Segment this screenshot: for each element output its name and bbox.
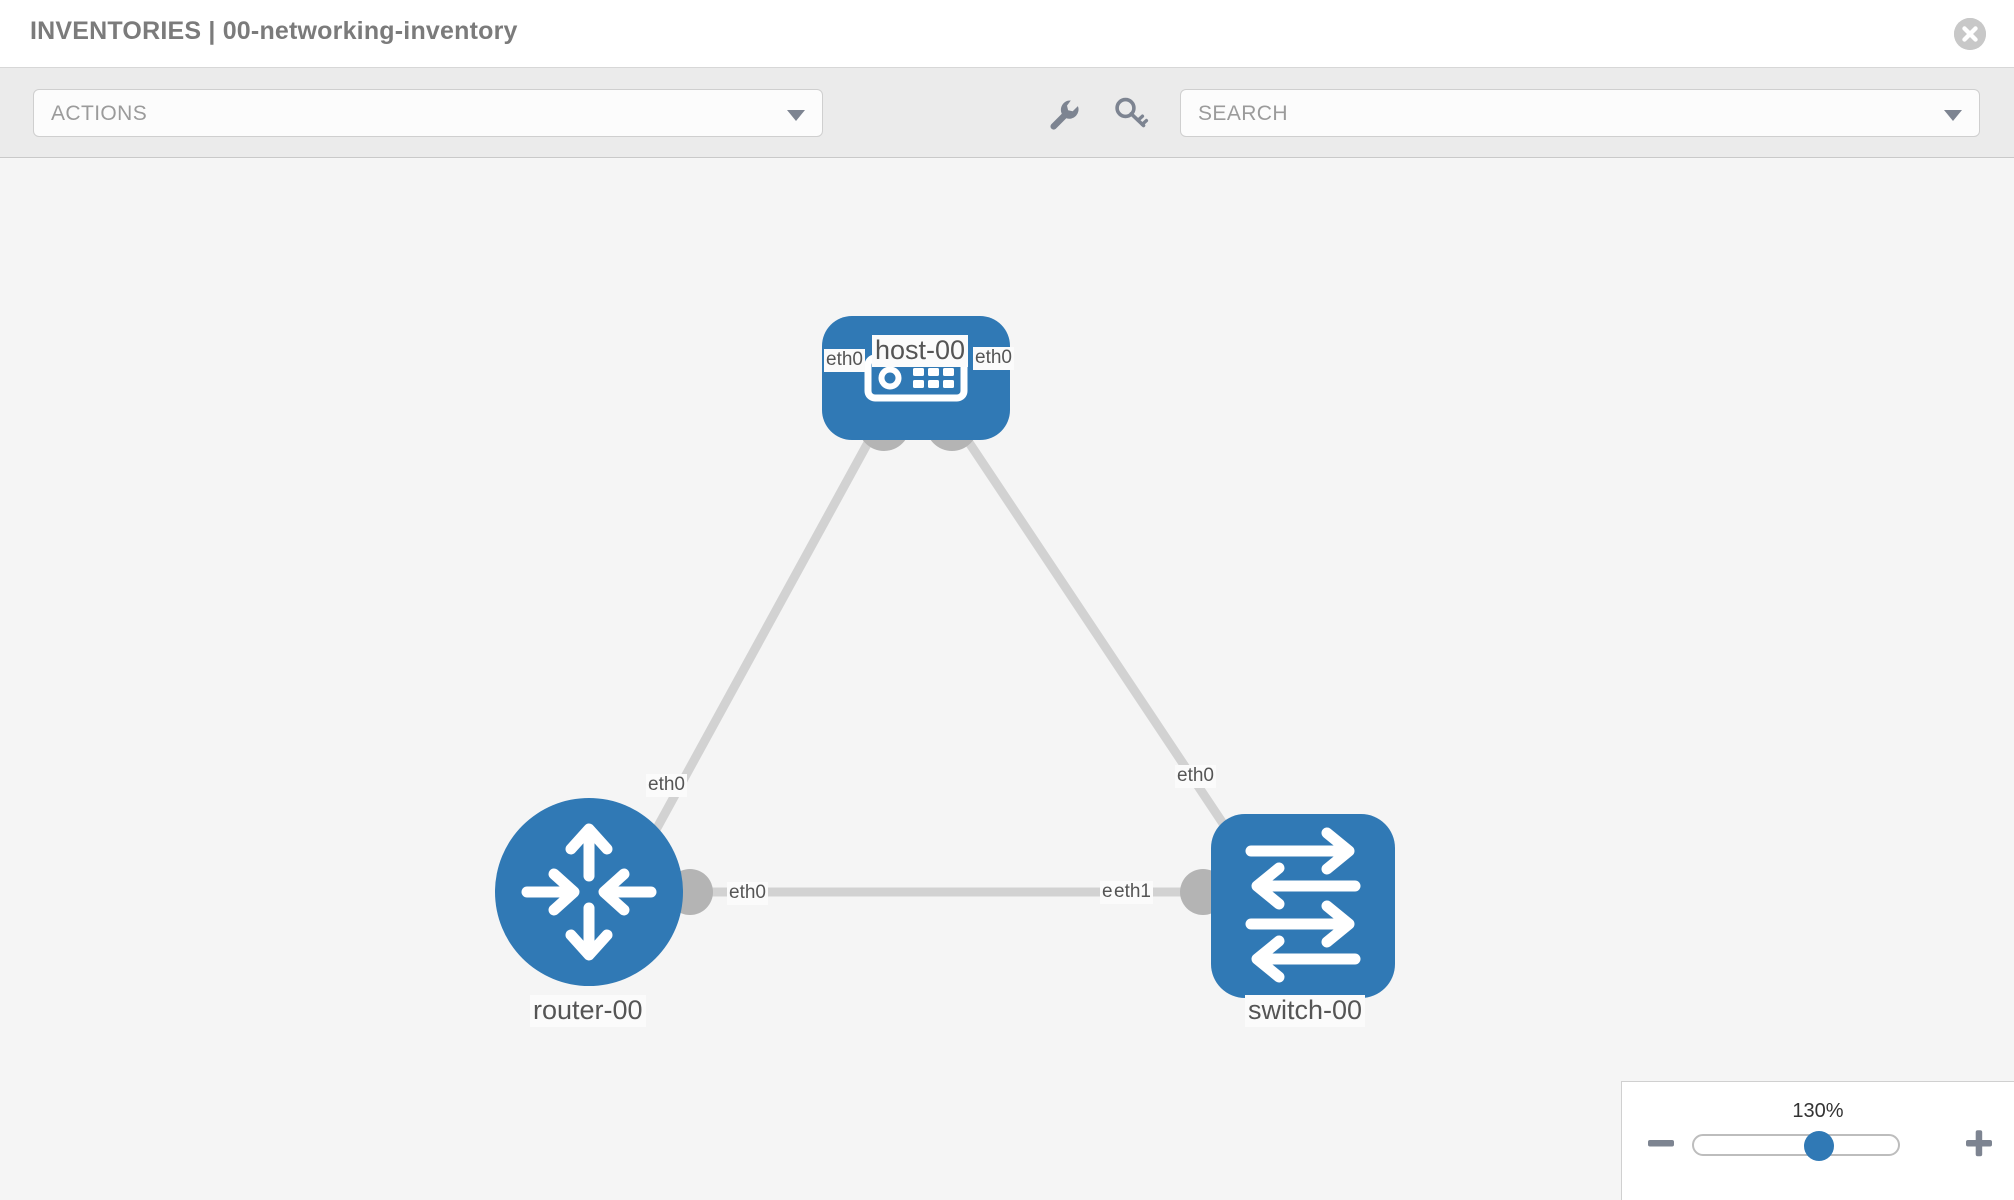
key-tool-button[interactable] [1110,94,1150,134]
zoom-percent-label: 130% [1792,1100,1844,1122]
node-router-00[interactable] [495,798,683,986]
actions-dropdown-label: ACTIONS [51,102,148,125]
page-title: INVENTORIES | 00-networking-inventory [30,17,518,45]
search-placeholder: SEARCH [1198,102,1288,125]
node-label-switch-00: switch-00 [1245,995,1366,1027]
window-header: INVENTORIES | 00-networking-inventory [0,0,2014,68]
iface-label-switch00-eth0-up: eth0 [1175,765,1216,788]
topology-graph [495,316,1395,998]
zoom-slider-thumb[interactable] [1803,1131,1834,1161]
zoom-in-button[interactable] [1962,1126,1996,1160]
search-input[interactable]: SEARCH [1180,89,1980,137]
iface-label-router00-eth0-up: eth0 [646,774,687,797]
router-arrows-icon [521,823,657,961]
node-switch-00[interactable] [1211,814,1395,998]
toolbar: ACTIONS SEARCH [0,68,2014,158]
wrench-icon [1050,100,1079,130]
chevron-down-icon [1944,110,1962,121]
chevron-down-icon [787,110,805,121]
node-label-router-00: router-00 [530,995,646,1027]
wrench-tool-button[interactable] [1043,94,1083,134]
topology-canvas[interactable]: host-00 router-00 switch-00 eth0 eth0 et… [0,159,2014,1200]
iface-label-host00-eth0-right: eth0 [973,347,1014,370]
zoom-slider[interactable] [1692,1131,1900,1161]
iface-label-switch00-eth1: eth1 [1112,881,1153,904]
minus-icon [1648,1140,1674,1147]
zoom-out-button[interactable] [1644,1126,1678,1160]
close-circle-icon [1954,18,1986,50]
plus-icon [1966,1130,1992,1157]
iface-label-host00-eth0-left: eth0 [824,349,865,372]
close-button[interactable] [1954,18,1986,50]
key-icon [1115,97,1149,128]
node-label-host-00: host-00 [872,335,969,367]
zoom-control-panel: 130% [1621,1081,2014,1200]
iface-label-router00-eth0-right: eth0 [727,882,768,905]
actions-dropdown[interactable]: ACTIONS [33,89,823,137]
switch-arrows-icon [1245,827,1361,983]
